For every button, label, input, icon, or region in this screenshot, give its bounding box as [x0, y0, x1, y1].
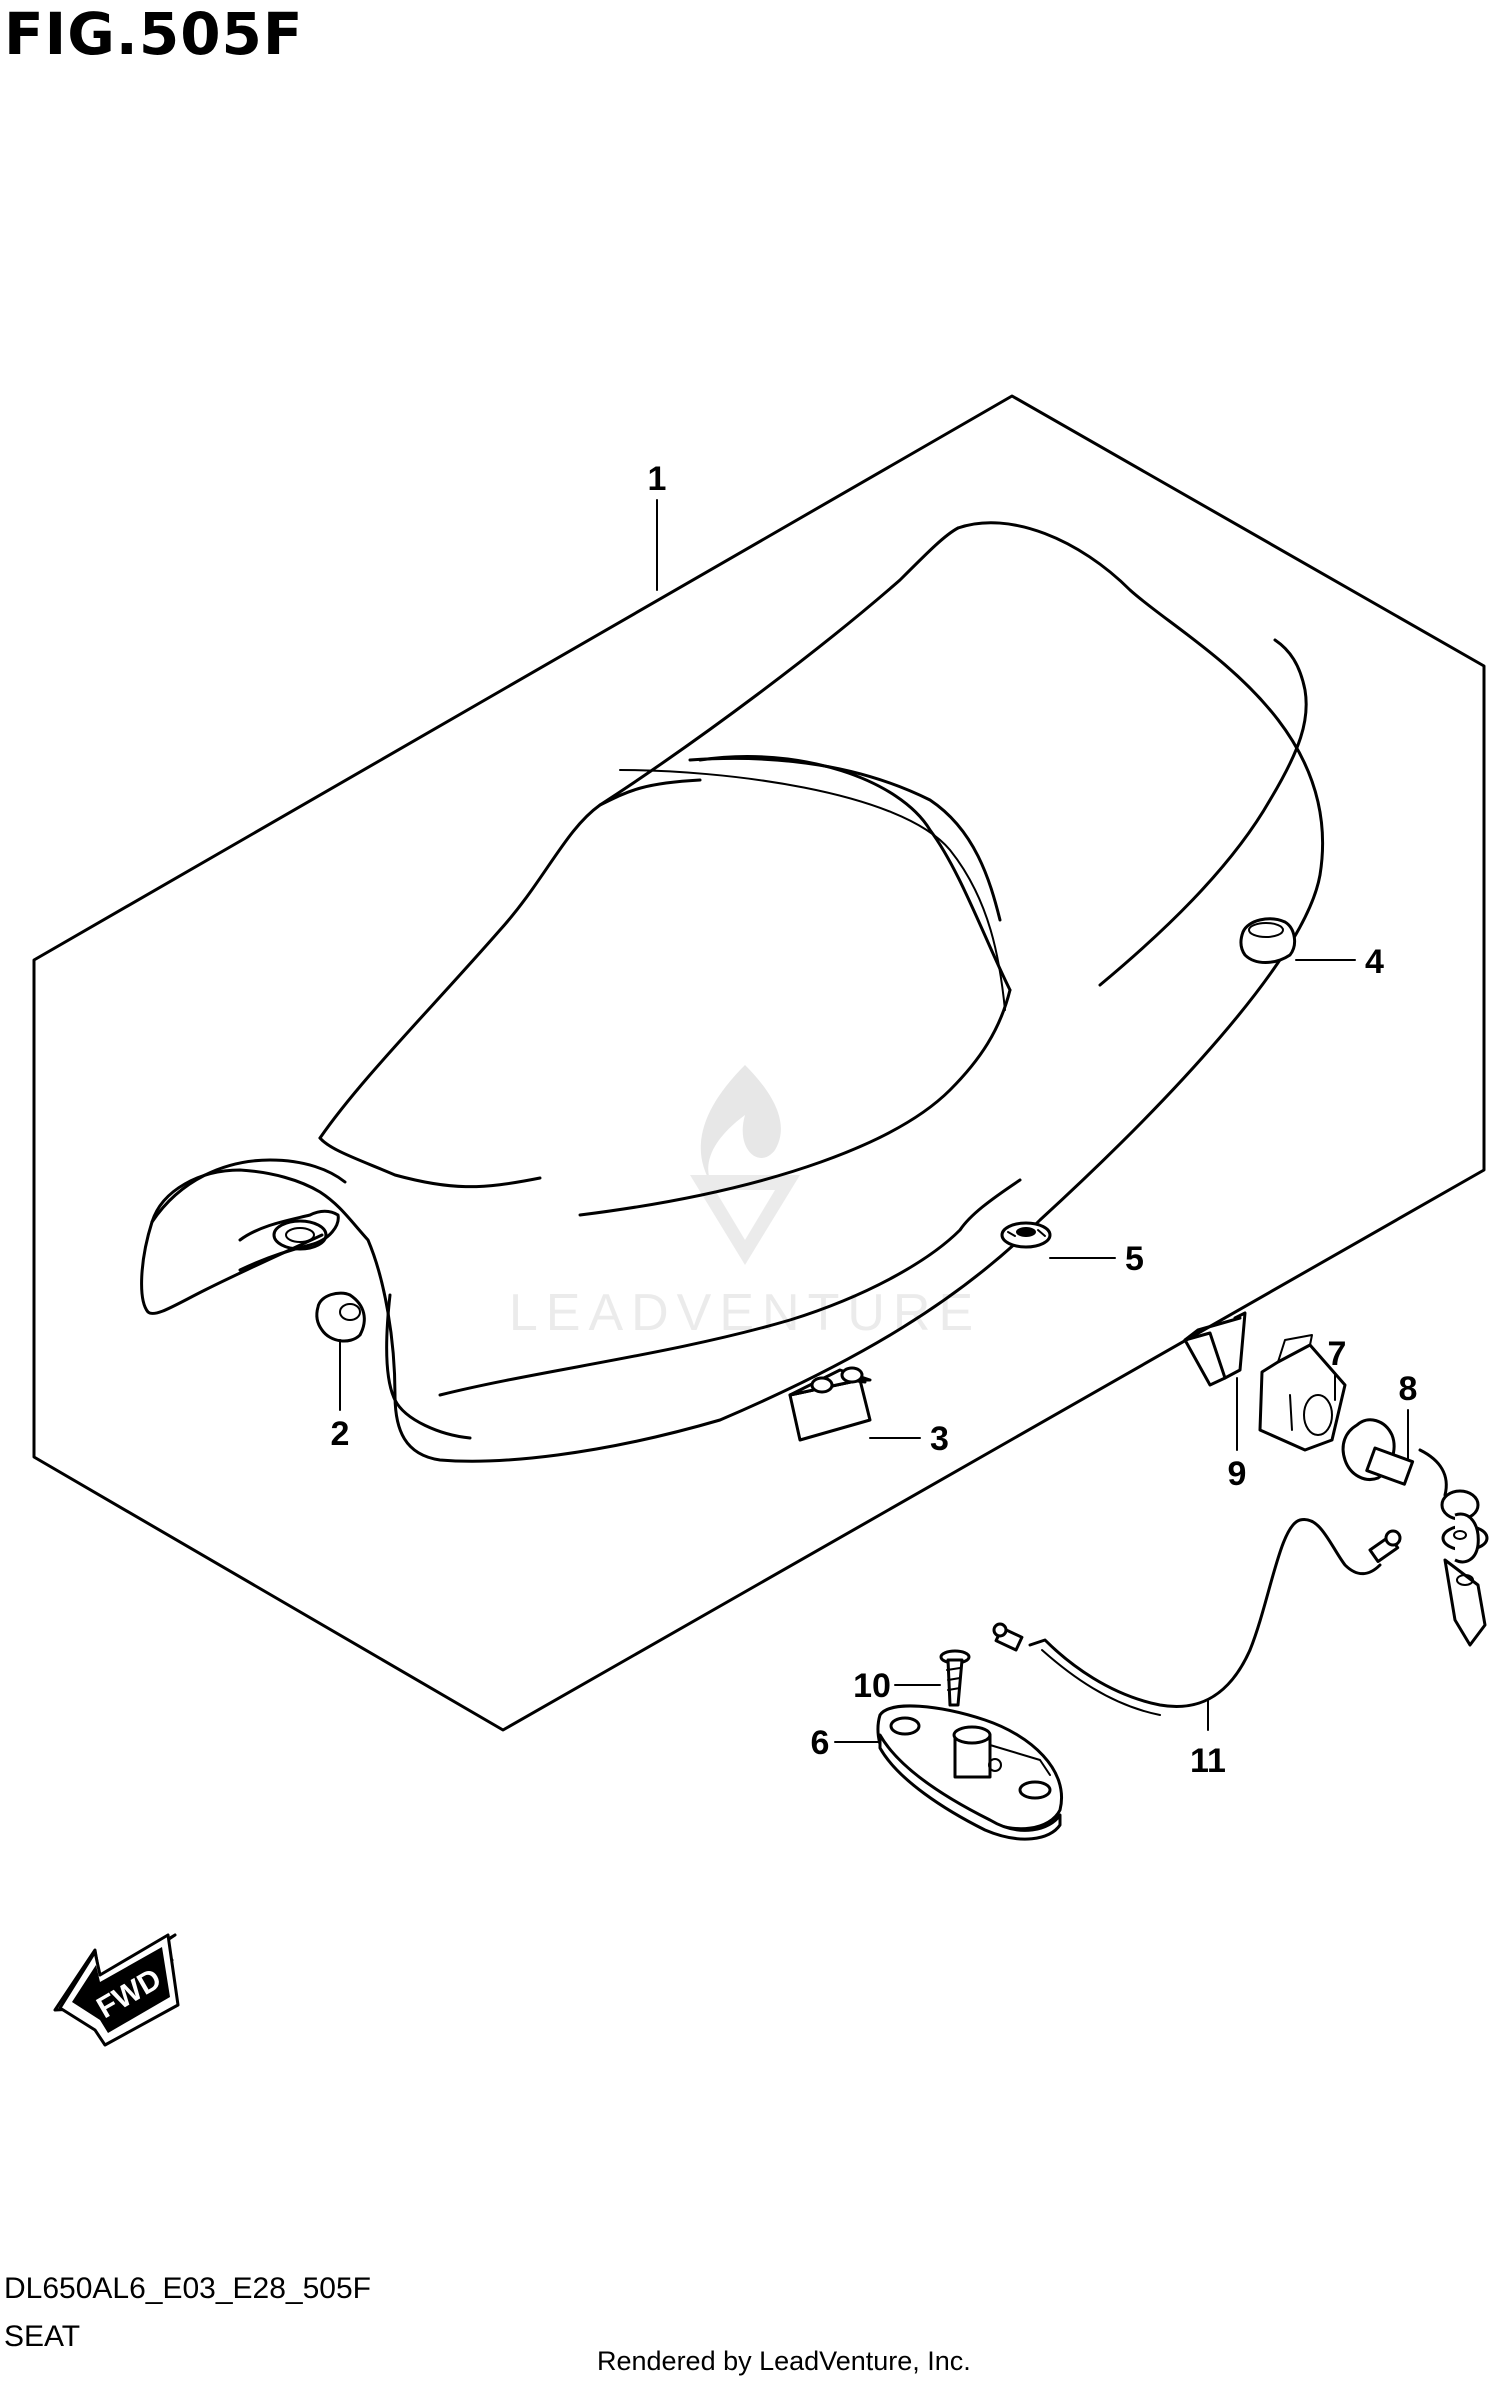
watermark-v-icon: [690, 1175, 800, 1265]
part-2-cushion: [315, 1291, 366, 1343]
callout-9[interactable]: 9: [1228, 1377, 1247, 1493]
part-6-lock-bracket: [876, 1704, 1063, 1841]
part-5-clamp-nut: [1000, 1221, 1052, 1249]
callout-11-label: 11: [1190, 1742, 1226, 1780]
callout-10[interactable]: 10: [853, 1667, 941, 1705]
callout-5[interactable]: 5: [1049, 1240, 1144, 1278]
callout-4-label: 4: [1365, 943, 1384, 981]
fwd-arrow: FWD: [53, 1933, 180, 2047]
callout-3-label: 3: [930, 1420, 949, 1458]
callout-11[interactable]: 11: [1190, 1699, 1226, 1780]
part-3-cushion-block: [788, 1366, 872, 1442]
assembly-frame: [32, 394, 1486, 1732]
part-9-clip: [1183, 1311, 1247, 1387]
callout-4[interactable]: 4: [1295, 943, 1384, 981]
part-7-lock-bracket: [1258, 1334, 1347, 1452]
callout-8[interactable]: 8: [1399, 1370, 1418, 1461]
figure-code: DL650AL6_E03_E28_505F: [4, 2272, 371, 2305]
callout-8-label: 8: [1399, 1370, 1418, 1408]
part-8-lock-set: [1341, 1418, 1489, 1647]
rendered-by-credit: Rendered by LeadVenture, Inc.: [597, 2346, 971, 2376]
callout-1[interactable]: 1: [648, 460, 667, 591]
watermark-flame-icon: [700, 1065, 781, 1185]
part-4-cushion: [1239, 917, 1297, 964]
figure-name: SEAT: [4, 2320, 81, 2353]
part-11-cable: [992, 1518, 1402, 1716]
callout-1-label: 1: [648, 460, 667, 498]
watermark: LEADVENTURE: [509, 1065, 973, 1342]
callout-7[interactable]: 7: [1328, 1335, 1347, 1401]
figure-title: FIG.505F: [4, 0, 304, 68]
callout-9-label: 9: [1228, 1455, 1247, 1493]
callout-5-label: 5: [1125, 1240, 1144, 1278]
callout-6-label: 6: [811, 1724, 830, 1762]
seat-drawing: [140, 521, 1324, 1463]
callout-2-label: 2: [331, 1415, 350, 1453]
callout-10-label: 10: [853, 1667, 891, 1705]
callout-7-label: 7: [1328, 1335, 1347, 1373]
callout-6[interactable]: 6: [811, 1724, 881, 1762]
callout-3[interactable]: 3: [869, 1420, 949, 1458]
callout-2[interactable]: 2: [331, 1339, 350, 1453]
part-10-screw: [939, 1649, 971, 1707]
